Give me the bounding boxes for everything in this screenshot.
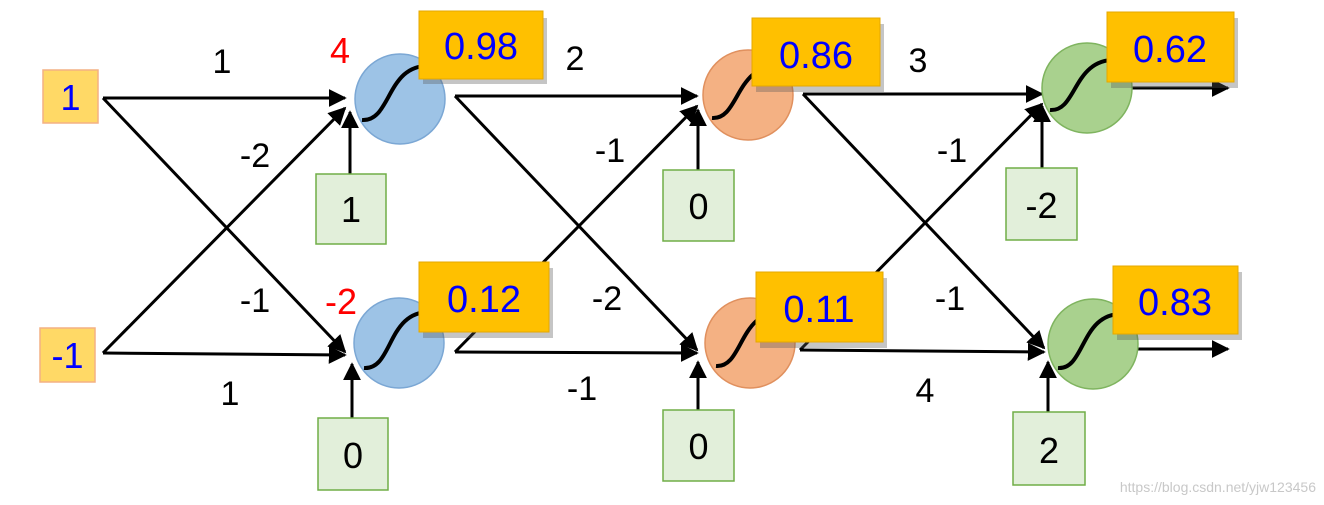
weight-label: -2 (592, 280, 622, 318)
input-box (39, 327, 96, 383)
bias-box-l1-1: 1 (315, 173, 387, 245)
weight-label: -1 (935, 280, 965, 318)
input-node-2: -1 (39, 327, 96, 383)
output-box-l1-2: 0.12 (418, 261, 553, 338)
input-node-1: 1 (42, 69, 99, 124)
weight-label: -1 (567, 370, 597, 408)
bias-box-l3-2: 2 (1012, 411, 1086, 486)
input-box (42, 69, 99, 124)
edge-in2-n12 (102, 345, 347, 364)
connections-layer3 (798, 79, 1230, 412)
preactivation-label: 4 (330, 30, 350, 71)
edge-n22-n32 (799, 342, 1046, 361)
weight-label: -1 (937, 132, 967, 170)
connections-layer2 (453, 87, 707, 410)
edge-n11-n22 (453, 94, 699, 352)
bias-box-l3-1: -2 (1005, 167, 1078, 241)
bias-box-l1-2: 0 (317, 417, 389, 491)
output-box-l3-1: 0.62 (1106, 11, 1238, 88)
input-value: -1 (51, 335, 83, 376)
edge-n12-n22 (454, 343, 699, 362)
edge-in2-n11 (101, 106, 347, 355)
weight-label: 4 (916, 372, 935, 410)
bias-value: -2 (1025, 185, 1057, 226)
output-value: 0.62 (1133, 29, 1207, 71)
watermark: https://blog.csdn.net/yjw123456 (1120, 479, 1316, 495)
bias-box-l2-1: 0 (662, 169, 735, 242)
bias-value: 0 (343, 435, 363, 476)
weight-label: 1 (213, 43, 232, 81)
output-box-l2-2: 0.11 (755, 271, 887, 348)
bias-box-l2-2: 0 (662, 409, 735, 482)
weight-labels: 1 -2 -1 1 2 -1 -2 -1 3 -1 -1 4 (213, 40, 968, 413)
edge-n21-n32 (801, 92, 1046, 350)
output-value: 0.12 (447, 279, 521, 321)
weight-label: 2 (566, 40, 585, 78)
bias-value: 0 (688, 186, 708, 227)
weight-label: -1 (240, 282, 270, 320)
output-box-l2-1: 0.86 (751, 17, 884, 92)
output-value: 0.86 (779, 35, 853, 77)
connections-layer1 (101, 89, 361, 418)
input-value: 1 (60, 77, 80, 118)
weight-label: -2 (240, 137, 270, 175)
output-value: 0.98 (444, 26, 518, 68)
bias-value: 2 (1039, 430, 1059, 471)
sigmoid-icon (1049, 57, 1121, 113)
output-value: 0.83 (1138, 282, 1212, 324)
weight-label: -1 (595, 132, 625, 170)
weight-label: 1 (221, 375, 240, 413)
bias-value: 1 (341, 189, 361, 230)
output-value: 0.11 (783, 289, 854, 331)
output-box-l1-1: 0.98 (418, 10, 547, 84)
bias-value: 0 (688, 426, 708, 467)
output-box-l3-2: 0.83 (1112, 265, 1242, 340)
edge-in1-n12 (101, 96, 347, 354)
preactivation-label: -2 (325, 281, 357, 322)
weight-label: 3 (909, 42, 928, 80)
